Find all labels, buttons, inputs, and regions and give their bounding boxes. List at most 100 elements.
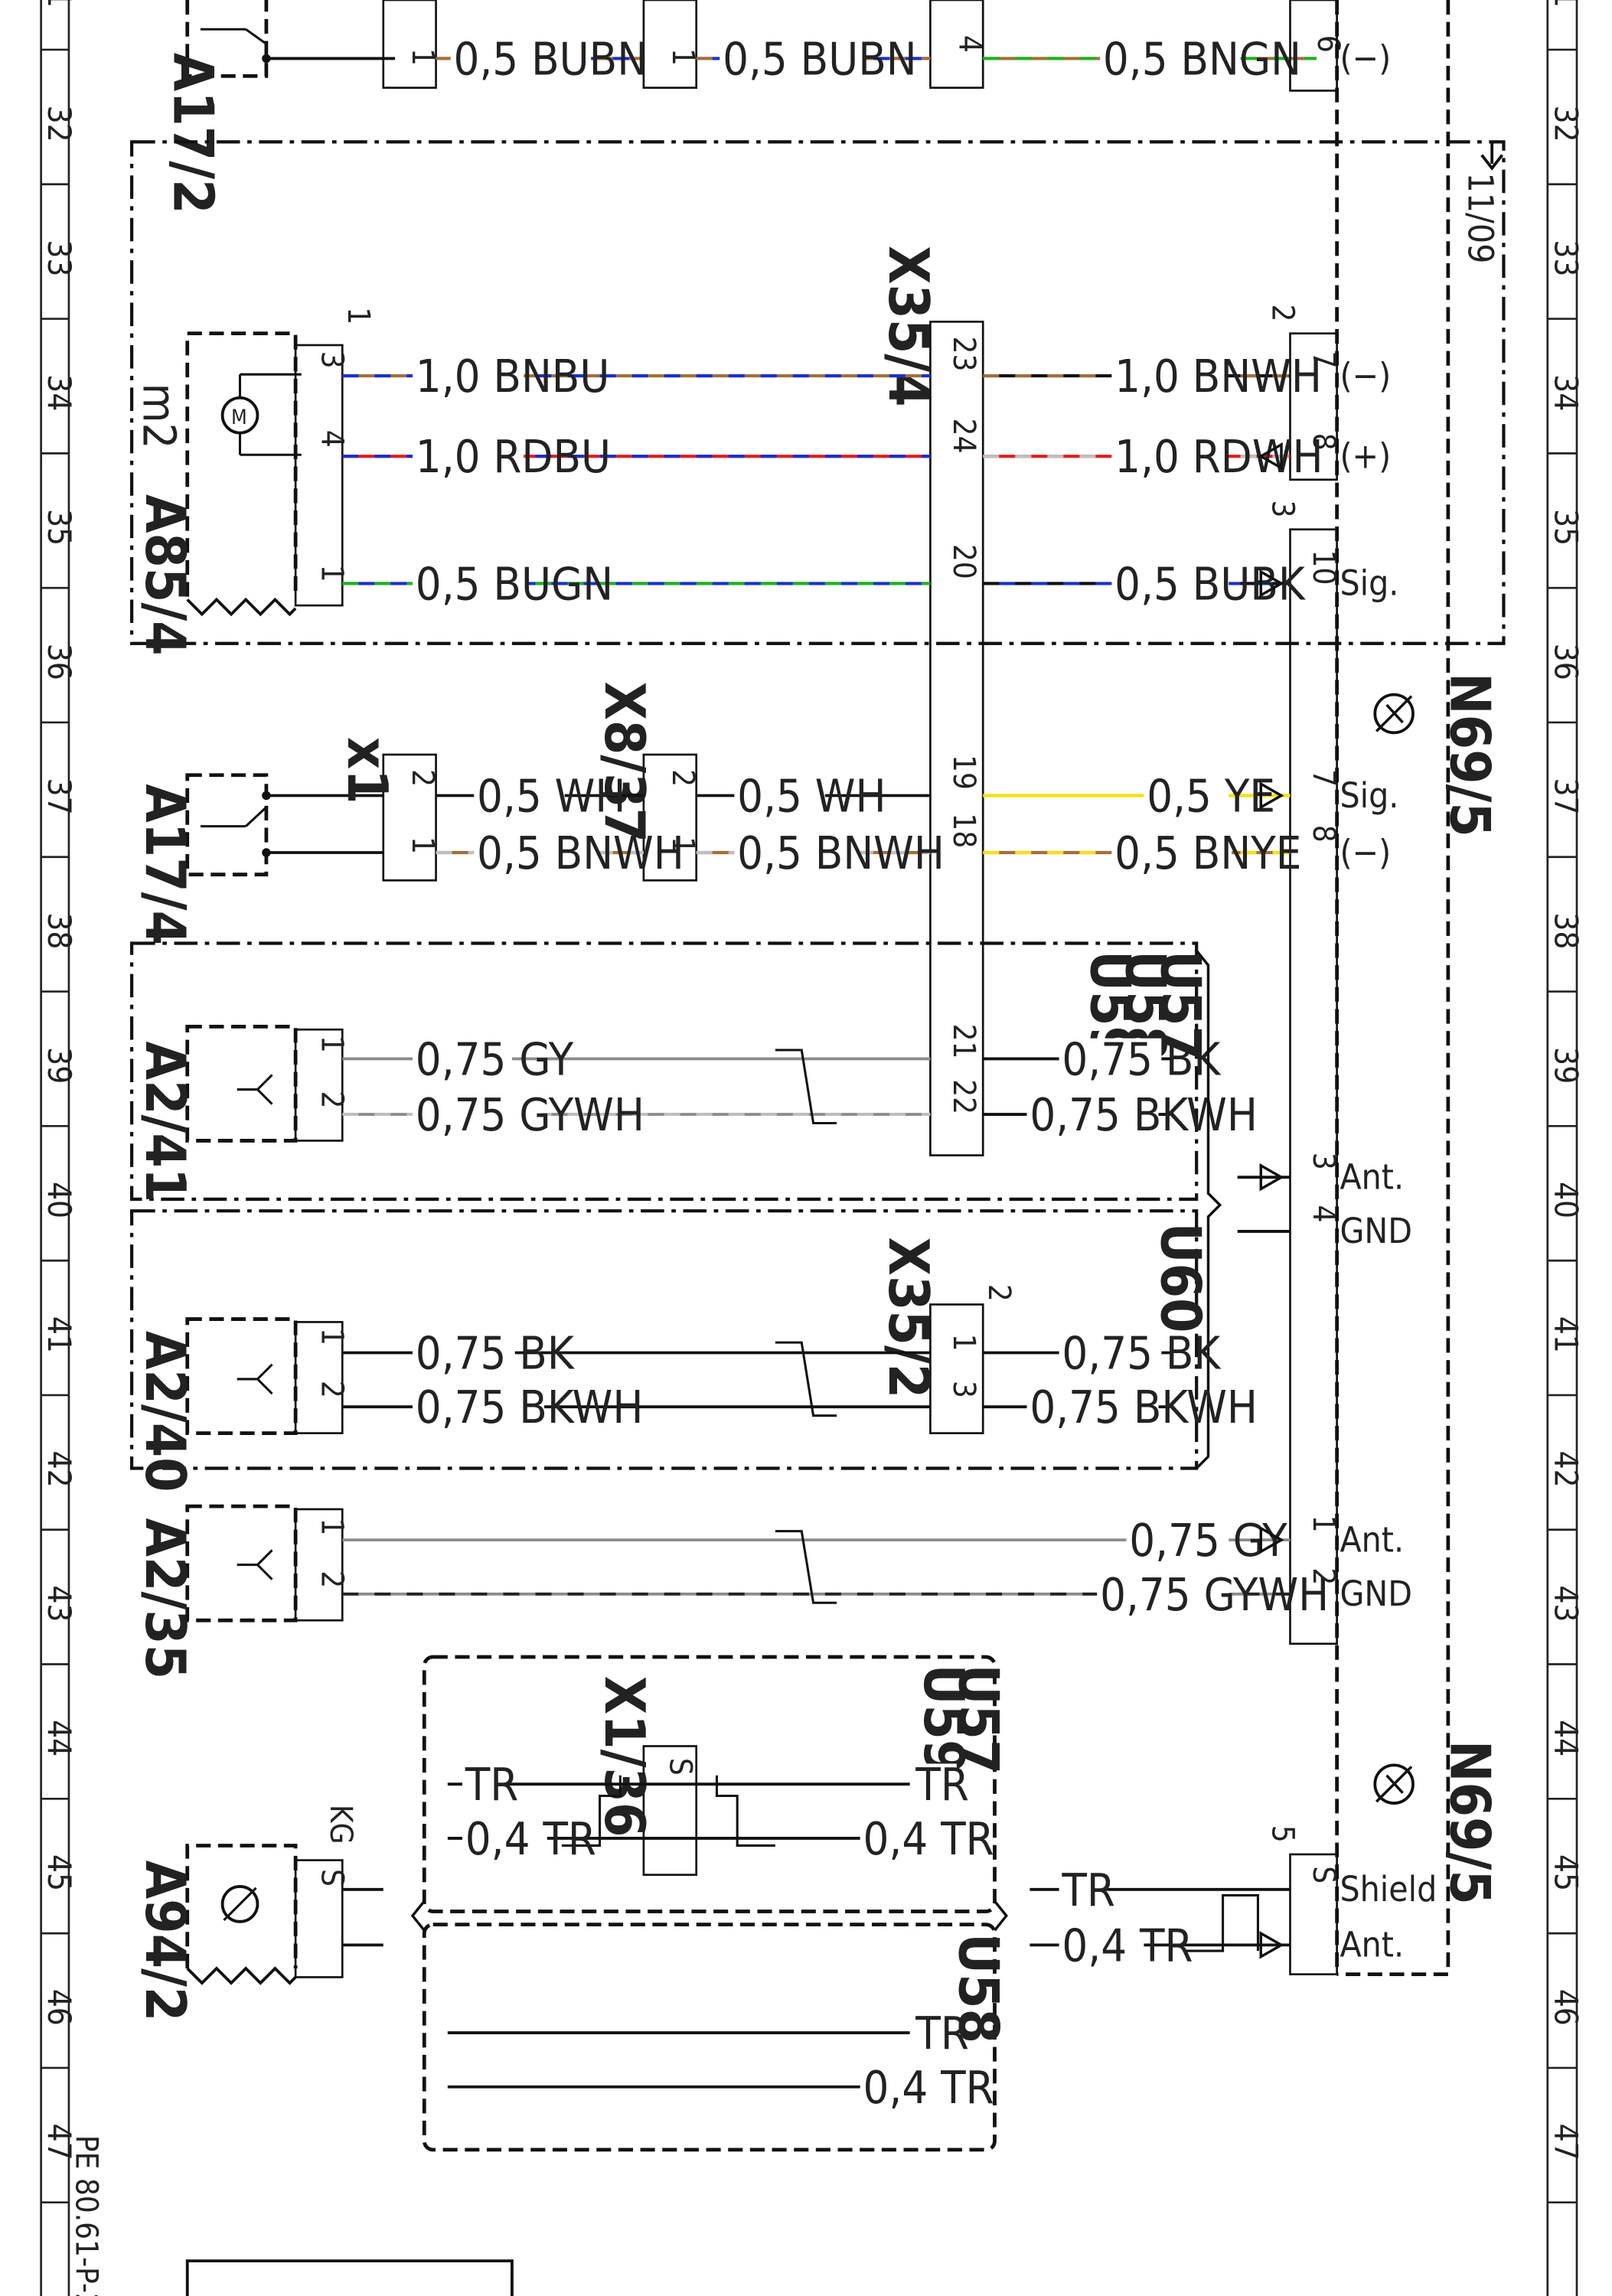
- wire-label: 0,4 TR: [863, 1812, 994, 1865]
- terminal-label: (−): [1340, 831, 1391, 872]
- twist-symbol: [775, 1341, 837, 1417]
- group-brace: [410, 1900, 426, 1932]
- n69-5-label: N69/5: [1437, 1740, 1502, 1905]
- pin-label: 23: [946, 336, 981, 371]
- wire-label: 0,5 WH: [477, 770, 625, 823]
- arrow-symbol: [1259, 569, 1284, 598]
- x1-36-connector: [642, 1745, 698, 1877]
- pin-label: 2: [1306, 1567, 1341, 1585]
- x35-2-label: X35/2: [876, 1238, 940, 1399]
- pin-label: 4: [1306, 1205, 1341, 1223]
- terminal-label: GND: [1340, 1573, 1412, 1614]
- wire-label: 1,0 BNWH: [1114, 350, 1322, 403]
- a85-4-motor-unit: M A85/4 m2 1: [132, 307, 376, 655]
- connector-number: 3: [1265, 501, 1300, 518]
- n69-connector-top: [1289, 0, 1338, 92]
- pin-label: S: [1306, 1866, 1341, 1883]
- row-number: 37: [41, 778, 78, 815]
- n69-connector-2: [1289, 332, 1338, 481]
- twist-symbol: [775, 1049, 837, 1125]
- row-number: 45: [1547, 1854, 1584, 1891]
- shield-symbol: [561, 1775, 775, 1847]
- pin-label: 8: [1306, 433, 1341, 451]
- row-number: 44: [41, 1720, 78, 1756]
- x35-4-connector-top: [929, 0, 984, 89]
- wire-label: 0,4 TR: [863, 2061, 994, 2114]
- row-number: 38: [1547, 912, 1584, 949]
- arrow-symbol: [1259, 1163, 1284, 1192]
- kg-label: KG: [323, 1805, 358, 1844]
- u58-group-box: [422, 1923, 997, 2152]
- pin-label: 2: [405, 769, 440, 787]
- pin-label: 8: [1306, 825, 1341, 843]
- x8-37-connector-top: [642, 0, 698, 89]
- radio-reception-icon: [220, 1885, 259, 1923]
- u57-u59-group-box: [422, 1655, 997, 1913]
- twist-symbol: [775, 1530, 837, 1604]
- a2-35-antenna: A2/35: [132, 1504, 344, 1679]
- a94-2-unit: A94/2 KG: [132, 1805, 383, 2021]
- pin-label: 1: [405, 48, 440, 66]
- pin-label: 4: [952, 35, 987, 53]
- wire-label: 0,75 BKWH: [1030, 1381, 1258, 1433]
- svg-text:M: M: [231, 406, 247, 429]
- row-number: 45: [41, 1854, 78, 1891]
- a2-40-antenna: A2/40: [132, 1317, 344, 1492]
- wire-label: 0,75 BKWH: [1030, 1088, 1258, 1141]
- arrow-symbol: [1259, 781, 1284, 810]
- radio-reception-icon: [1373, 1763, 1415, 1805]
- pin-label: 3: [315, 351, 350, 369]
- x8-37-connector: [642, 753, 698, 882]
- x8-37-label: X8/37: [592, 681, 656, 843]
- radio-reception-icon: [1373, 693, 1415, 735]
- n69-connector-3: [1289, 528, 1338, 1645]
- wire-label: 0,5 BUBK: [1114, 557, 1307, 610]
- shield-symbol: [1184, 1893, 1259, 1952]
- wire-label: 0,75 BK: [416, 1327, 576, 1380]
- wire-label: 1,0 RDWH: [1114, 430, 1323, 483]
- row-number: 43: [1547, 1585, 1584, 1622]
- terminal-label: Sig.: [1340, 775, 1398, 816]
- wire-label: 0,75 BK: [1062, 1032, 1222, 1085]
- pin-label: 2: [315, 1570, 350, 1588]
- row-number: 38: [41, 912, 78, 949]
- reference-arrow: [1480, 142, 1504, 171]
- wire-label: TR: [465, 1758, 519, 1811]
- a17-4-switch: A17/4: [132, 773, 383, 945]
- wire-label: 0,75 GY: [416, 1032, 574, 1085]
- u-code: U60: [1147, 1222, 1212, 1332]
- terminal-label: (−): [1340, 354, 1391, 396]
- pin-label: 2: [315, 1381, 350, 1398]
- wire-label: 0,5 BUGN: [416, 557, 613, 610]
- row-number: 31: [1547, 0, 1584, 8]
- wire-label: 1,0 RDBU: [416, 430, 611, 483]
- pin-label: 1: [665, 48, 700, 66]
- a17-2-label: A17/2: [161, 53, 225, 214]
- row-number: 32: [1547, 106, 1584, 142]
- a85-4-group-box: [130, 140, 1506, 645]
- wire-label: TR: [915, 2007, 969, 2060]
- terminal-label: Sig.: [1340, 563, 1398, 604]
- pin-label: 4: [315, 430, 350, 448]
- u60-group-box: [130, 1209, 1199, 1470]
- pin-label: 2: [665, 769, 700, 787]
- a2-41-label: A2/41: [132, 1042, 197, 1203]
- n69-5-module-outline: [1336, 0, 1450, 1977]
- page-code: PE 80.61-P-2101: [68, 2135, 103, 2296]
- pin-label: 22: [946, 1079, 981, 1114]
- row-number: 32: [41, 106, 78, 142]
- row-number: 39: [1547, 1047, 1584, 1084]
- pin-label: 1: [1306, 1515, 1341, 1533]
- row-number: 46: [1547, 1989, 1584, 2026]
- wire-label: 0,75 GYWH: [1100, 1568, 1329, 1621]
- a17-4-label: A17/4: [132, 784, 197, 945]
- u57-u58-u59-group-box: [130, 941, 1199, 1201]
- terminal-label: Ant.: [1340, 1924, 1404, 1965]
- pin-label: 1: [315, 565, 350, 582]
- terminal-label: GND: [1340, 1210, 1412, 1251]
- a2-40-label: A2/40: [132, 1331, 197, 1492]
- pin-label: 1: [315, 1518, 350, 1535]
- x1-label: x1: [334, 737, 399, 804]
- next-sheet-frame: [185, 2259, 514, 2296]
